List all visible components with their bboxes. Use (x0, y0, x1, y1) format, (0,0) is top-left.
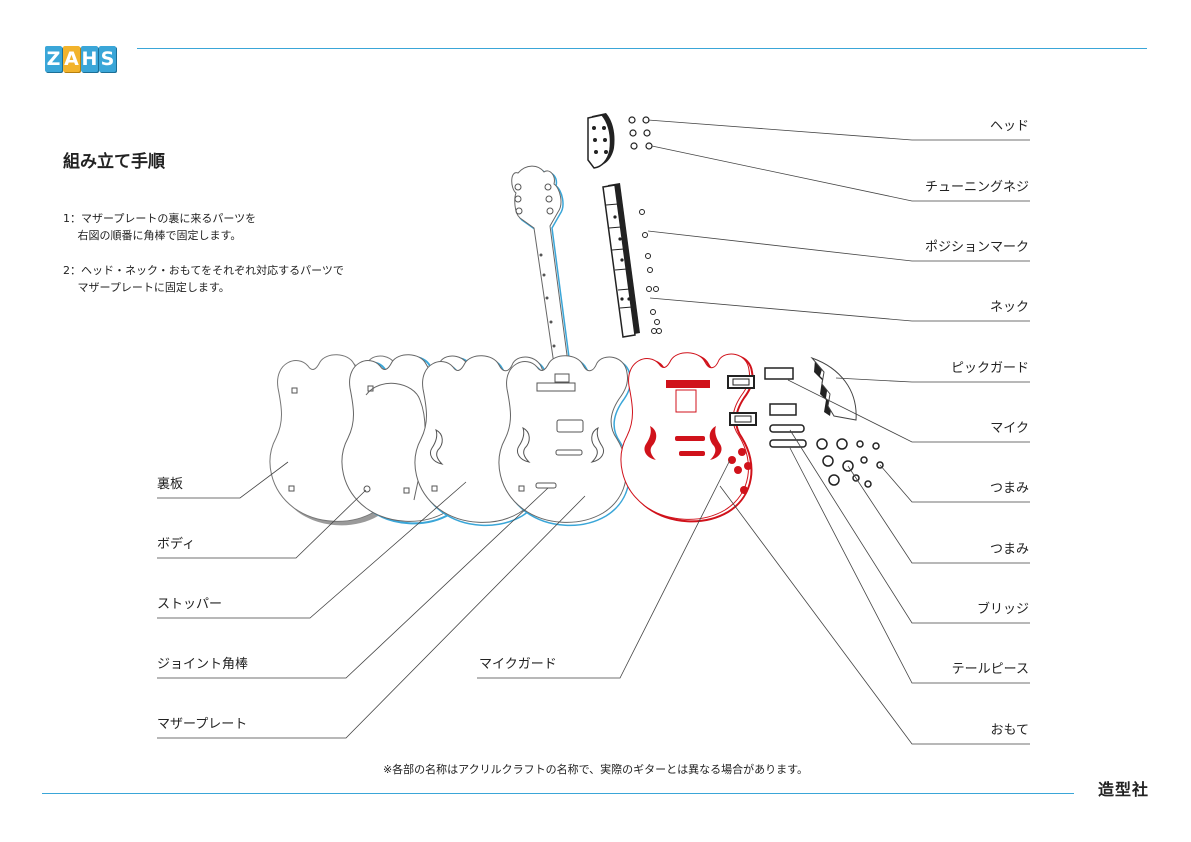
step-1: 1：マザープレートの裏に来るパーツを 右図の順番に角棒で固定します。 (63, 212, 257, 242)
label-tailpiece: テールピース (951, 662, 1029, 677)
logo-letter: H (81, 46, 98, 72)
pickups (727, 367, 797, 426)
pickguard-part (810, 356, 857, 421)
front-plate (620, 352, 754, 523)
footer-rule (42, 793, 1074, 794)
label-pickup-guard: マイクガード (479, 657, 557, 672)
header-rule (137, 48, 1147, 49)
bridge-tailpiece (769, 424, 807, 448)
mother-plate-neck (511, 165, 573, 381)
label-pickguard: ピックガード (950, 361, 1029, 376)
brand-logo: 造型社 (1097, 780, 1149, 799)
logo-letter: A (63, 46, 80, 72)
label-tuning-pegs: チューニングネジ (924, 180, 1029, 195)
step-2: 2：ヘッド・ネック・おもてをそれぞれ対応するパーツで マザープレートに固定します… (63, 264, 344, 294)
page-title: 組み立て手順 (63, 152, 165, 172)
footnote: ※各部の名称はアクリルクラフトの名称で、実際のギターとは異なる場合があります。 (382, 763, 809, 776)
stopper-plate (414, 355, 548, 527)
label-body: ボディ (157, 537, 196, 552)
label-pickup: マイク (990, 421, 1029, 436)
label-neck: ネック (989, 300, 1029, 315)
label-knob-1: つまみ (989, 481, 1029, 496)
label-position-marks: ポジションマーク (924, 240, 1029, 255)
label-knob-2: つまみ (989, 542, 1029, 557)
label-front-plate: おもて (990, 723, 1029, 738)
head-part (587, 113, 615, 169)
position-marks (639, 209, 662, 334)
label-stopper: ストッパー (157, 597, 223, 612)
label-bridge: ブリッジ (976, 602, 1029, 617)
logo-letter: Z (45, 46, 62, 72)
label-head: ヘッド (989, 119, 1029, 134)
mother-plate (498, 355, 632, 527)
leader-lines (157, 119, 1030, 745)
logo-letter: S (99, 46, 116, 72)
label-mother-plate: マザープレート (157, 717, 248, 732)
label-back-plate: 裏板 (157, 477, 184, 492)
neck-part (602, 183, 640, 338)
label-joint-bar: ジョイント角棒 (157, 657, 249, 672)
tuning-pegs (628, 116, 653, 150)
zahs-logo: Z A H S (45, 46, 116, 72)
